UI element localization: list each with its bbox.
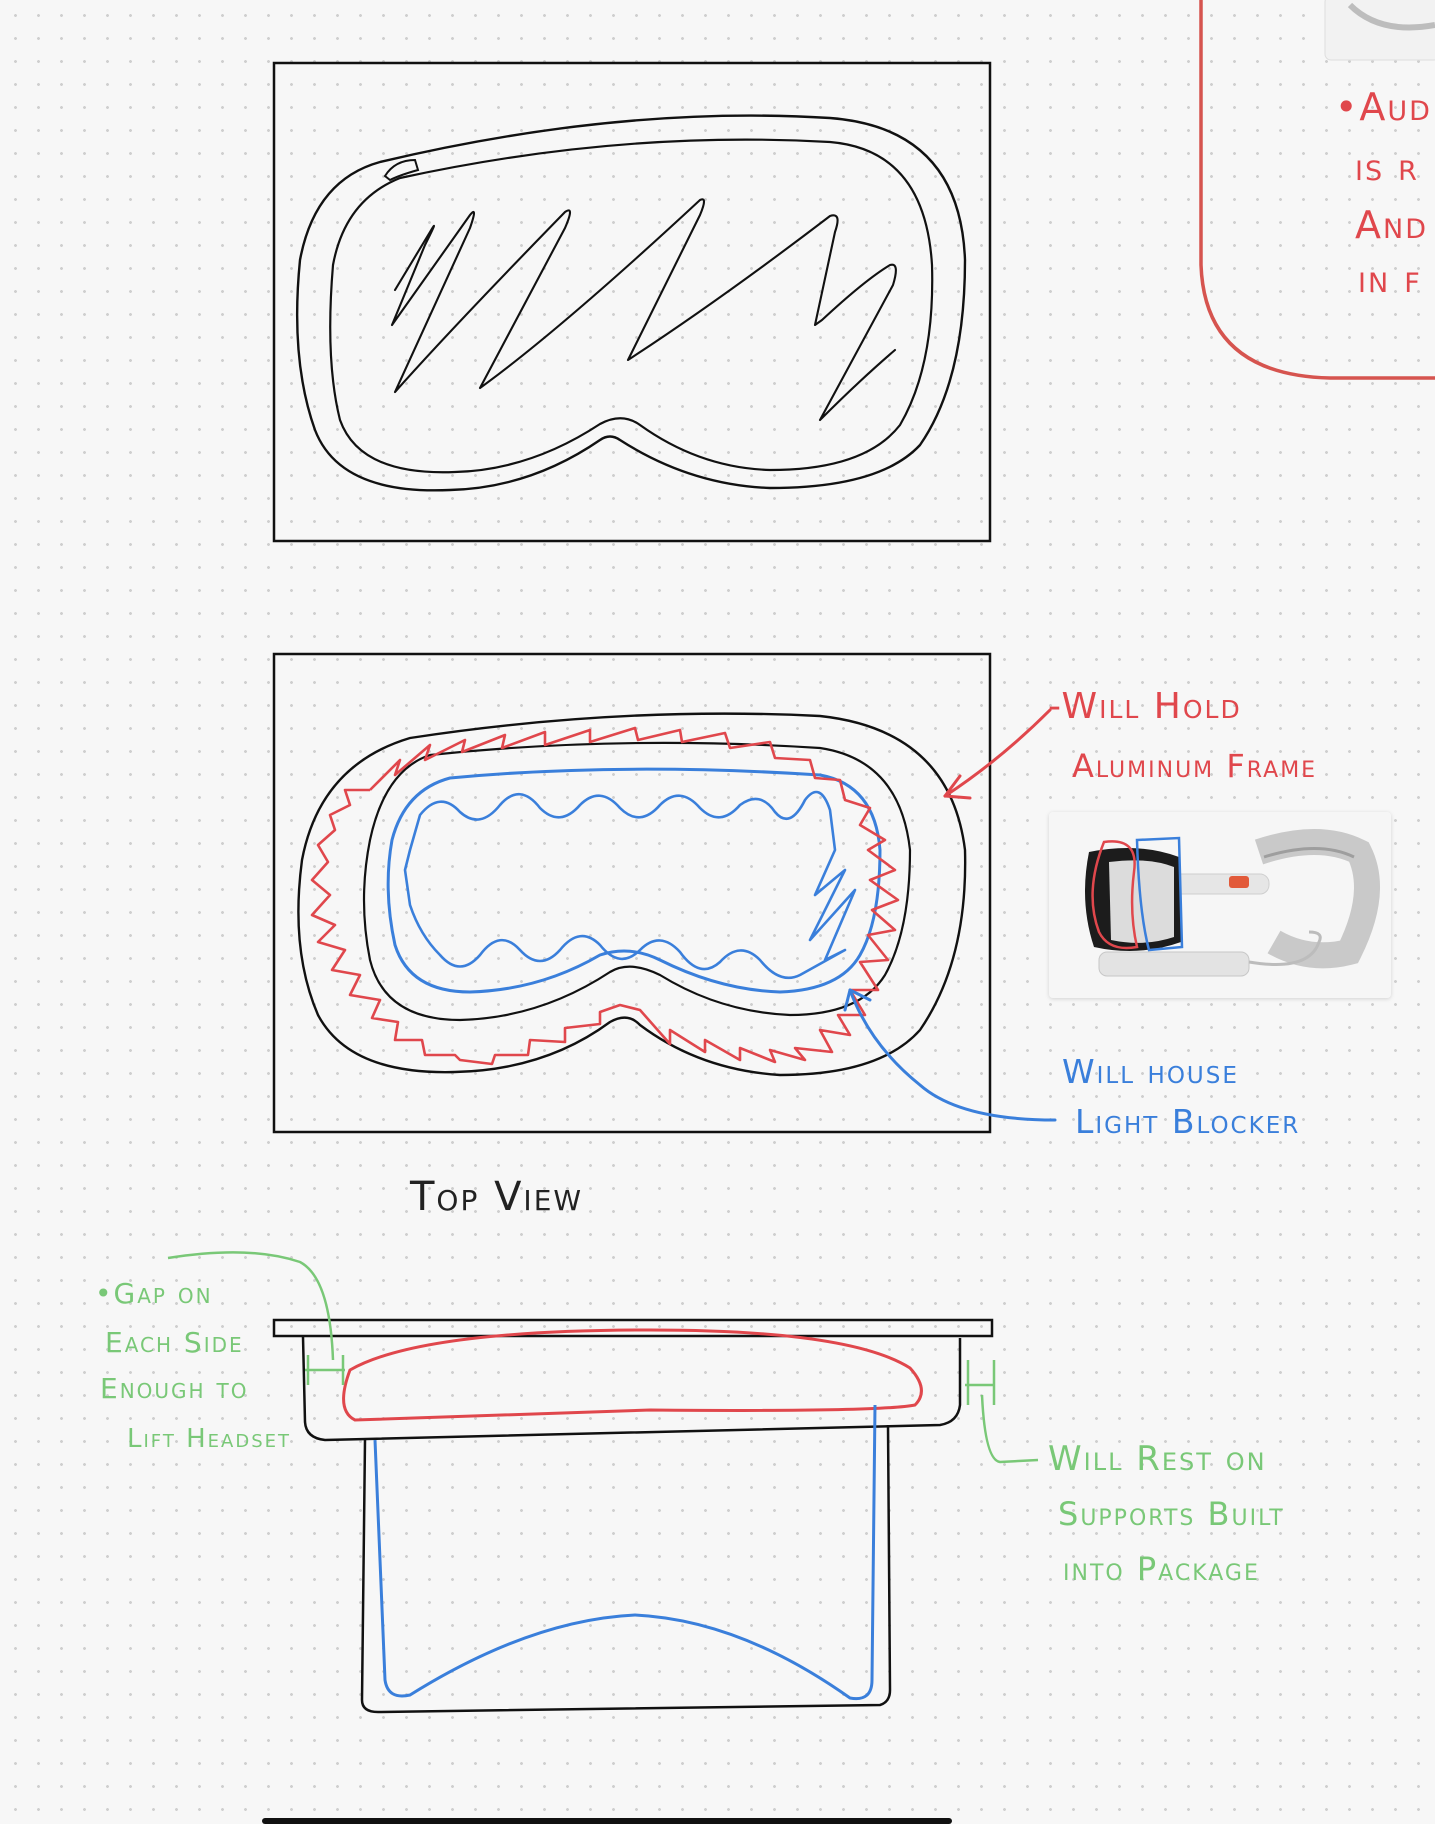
sketch-top-box [272,61,992,543]
photo-red-overlay [1091,840,1139,950]
headset-outer-outline [295,114,967,492]
gap-note-line-2: Each Side [105,1326,244,1359]
gap-leader [167,1251,335,1361]
headset-cushion-outline [342,1328,923,1422]
headset-nub [383,158,420,182]
annotated-box-frame [272,652,992,1134]
rest-note-line-1: Will Rest on [1048,1439,1267,1479]
view-label: Top View [409,1174,583,1220]
headset-band-rib [1263,847,1355,859]
clipped-photo-band [1347,2,1435,31]
frame-pointer [943,708,1052,798]
aluminum-frame-zigzag [310,726,900,1066]
photo-blue-overlay [1135,836,1184,952]
gap-note-line-4: Lift Headset [127,1424,291,1454]
frame-note-line-2: Aluminum Frame [1072,747,1317,785]
note-border [1199,0,1435,380]
right-gap-marker [965,1360,996,1405]
top-right-note: •Aud is r And in f [1199,0,1435,380]
headset-photo[interactable] [1049,812,1391,998]
rest-leader [980,1394,1039,1464]
gap-note-line-1: •Gap on [95,1277,213,1310]
headset-inner-outline [329,138,934,474]
tray-outer-outline [297,712,967,1077]
package-lid [272,1318,994,1338]
rest-note-line-2: Supports Built [1058,1495,1285,1533]
headset-photo-art [1049,812,1391,998]
note-line-1: •Aud [1335,85,1432,129]
sketch-side-view: •Gap on Each Side Enough to Lift Headset… [95,1251,1285,1714]
left-gap-marker [305,1355,345,1385]
note-line-3: And [1355,203,1428,247]
light-blocker-squiggle [403,790,857,980]
light-blocker-outline [386,767,882,994]
headset-cable [1248,930,1322,966]
gap-note-line-3: Enough to [100,1372,248,1405]
sketch-annotated-box: -Will Hold Aluminum Frame Will house Lig… [272,652,1317,1141]
headset-accent [1229,876,1249,888]
home-indicator [262,1818,952,1824]
tray-bottom-outline [360,1424,892,1714]
headset-band [1254,829,1380,969]
rest-note-line-3: into Package [1063,1550,1260,1588]
light-note-line-2: Light Blocker [1075,1102,1300,1141]
light-blocker-profile [373,1404,877,1701]
clipped-photo [1324,0,1435,61]
tray-middle-outline [362,741,912,1022]
glare-marks [390,198,897,422]
note-line-2: is r [1355,145,1419,189]
light-pointer-head [843,988,872,1012]
tray-top-outline [301,1336,962,1442]
light-pointer [848,988,1057,1122]
headset-battery [1098,951,1250,977]
frame-pointer-head [943,774,972,800]
frame-note-line-1: -Will Hold [1048,686,1242,727]
note-line-4: in f [1358,257,1422,301]
top-box-frame [272,61,992,543]
light-note-line-1: Will house [1062,1052,1239,1091]
